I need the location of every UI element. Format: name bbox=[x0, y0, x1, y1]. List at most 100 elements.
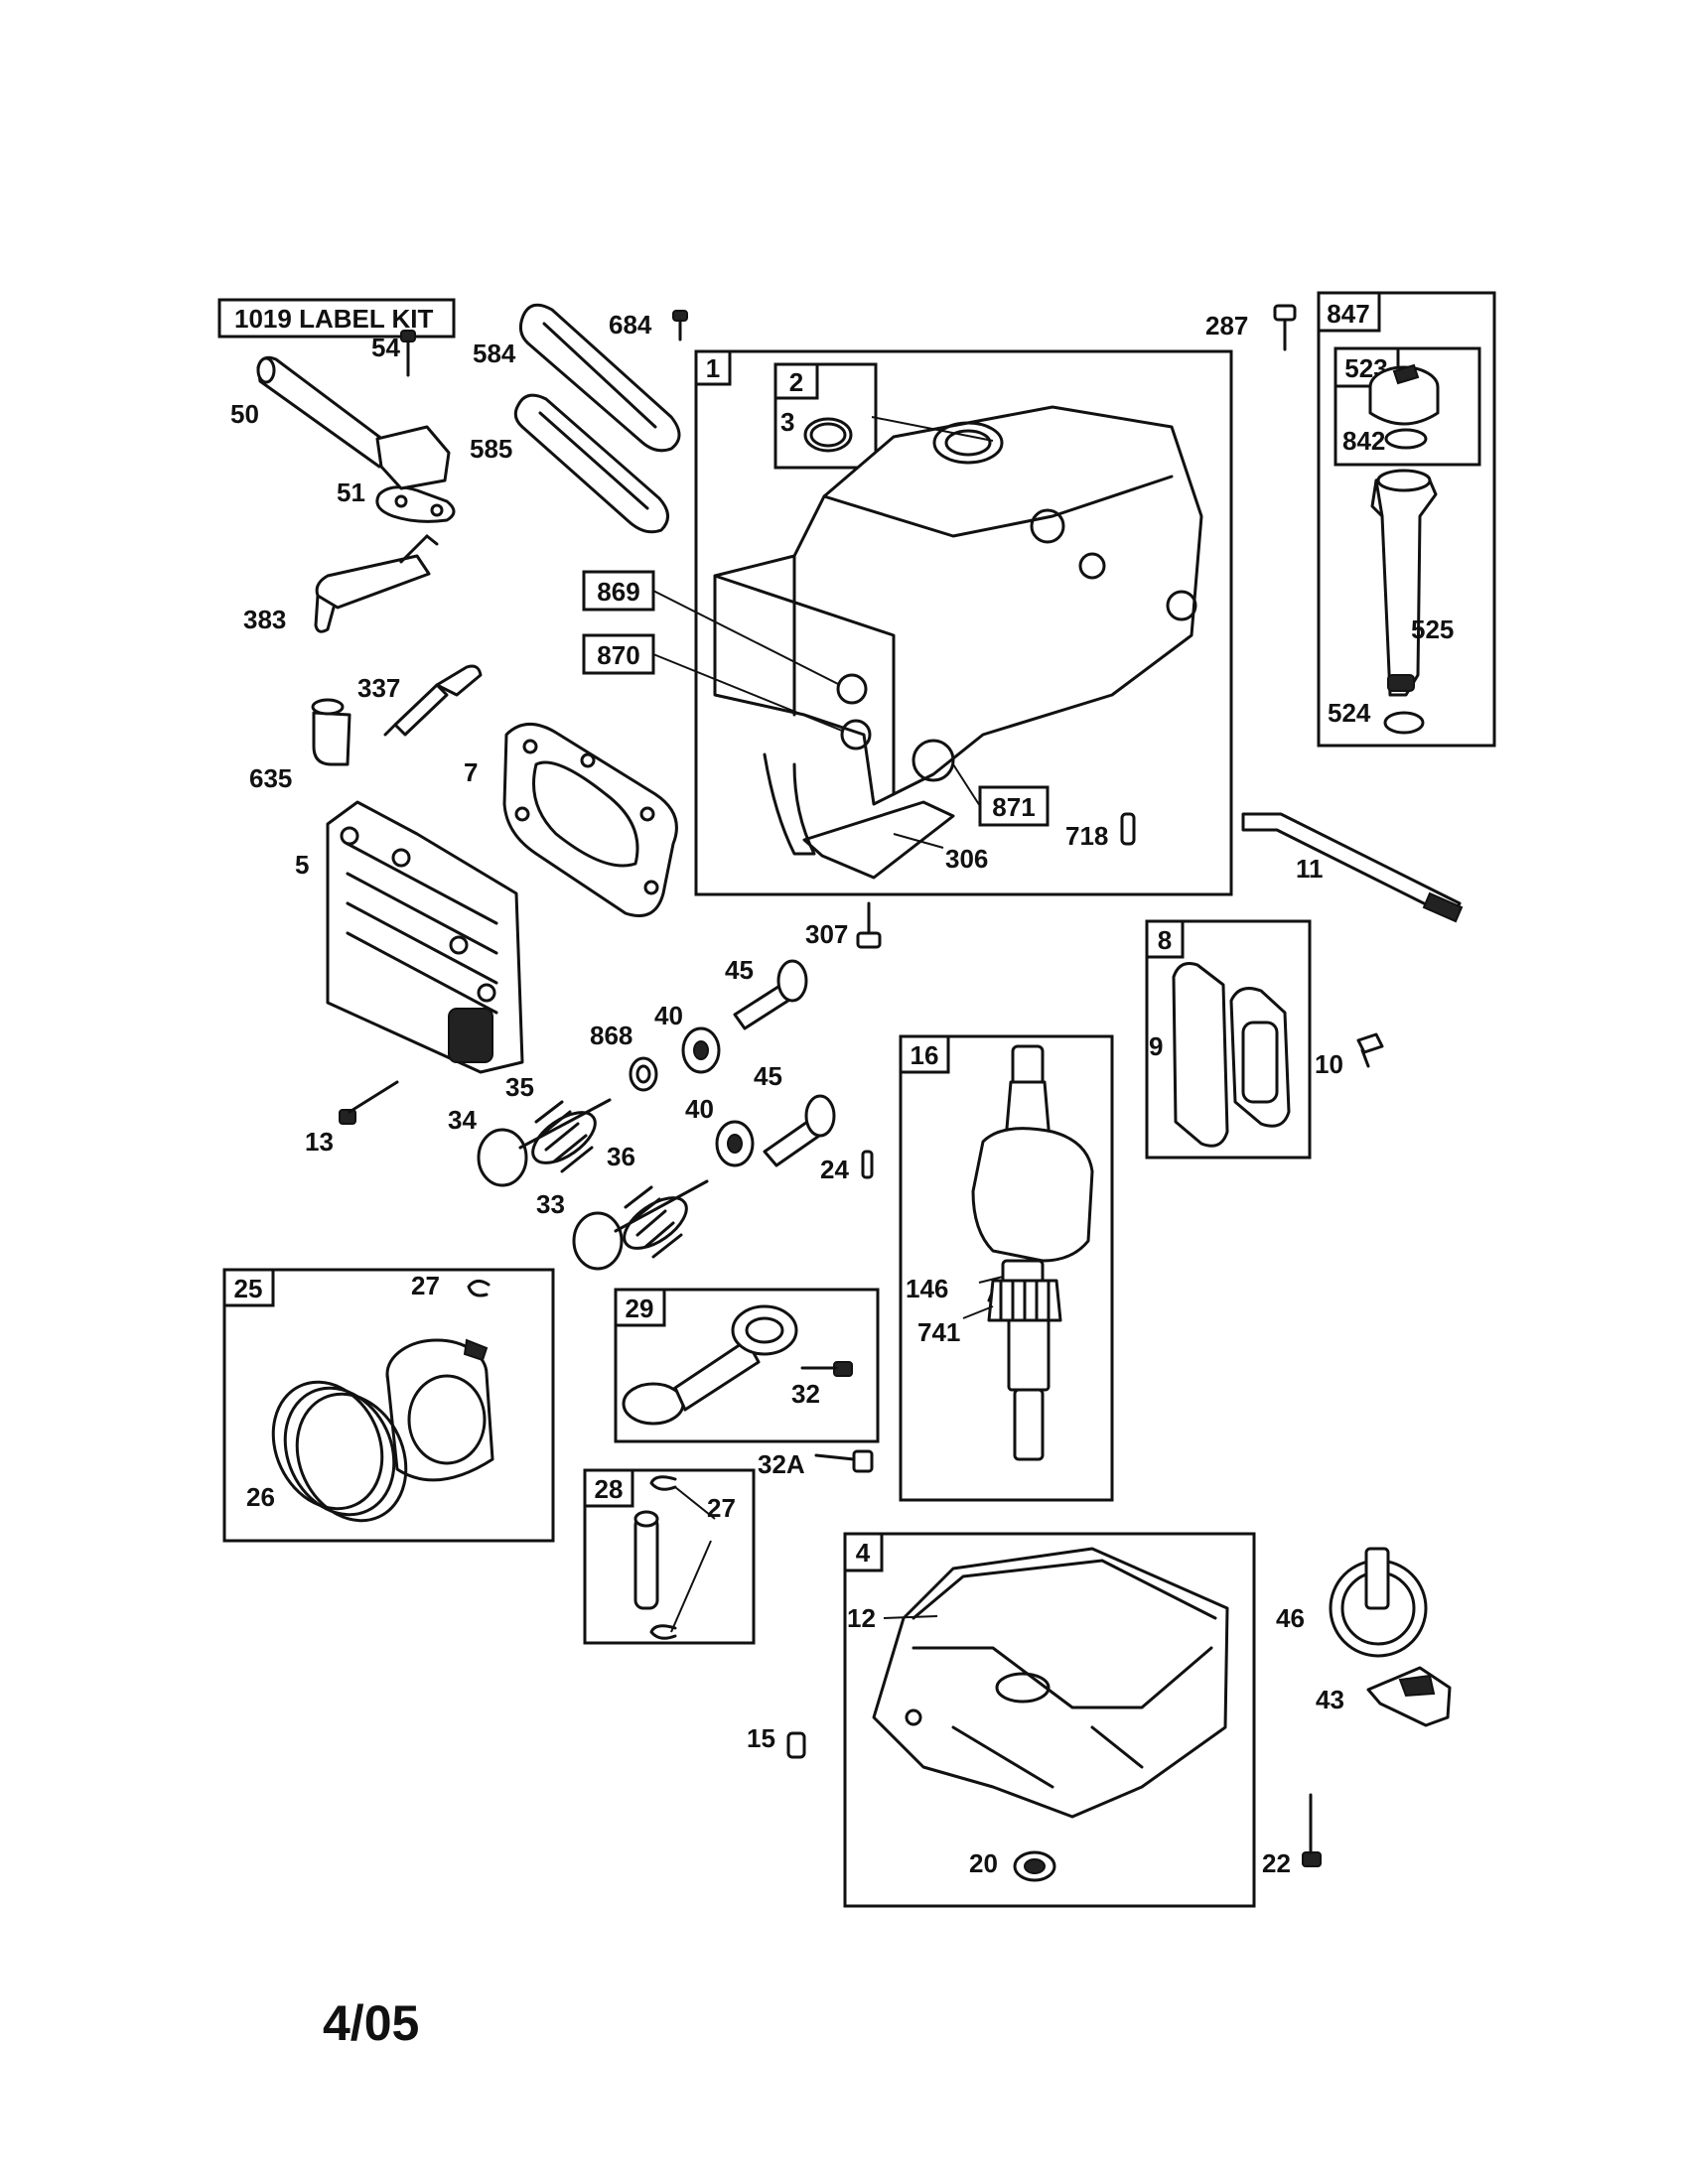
label-32: 32 bbox=[791, 1379, 820, 1409]
svg-text:28: 28 bbox=[595, 1474, 624, 1504]
label-40a: 40 bbox=[654, 1001, 683, 1030]
label-10: 10 bbox=[1315, 1049, 1343, 1079]
cap-group-frame bbox=[1333, 346, 1481, 467]
part-27-retaining-ring-upper bbox=[467, 1280, 491, 1297]
piston-group-frame bbox=[222, 1268, 555, 1543]
leader-741 bbox=[962, 1305, 994, 1319]
part-51-bracket bbox=[375, 425, 451, 490]
box-tab-870: 870 bbox=[582, 633, 655, 675]
part-46-governor-gear bbox=[1329, 1547, 1428, 1658]
part-34-valve-upper bbox=[477, 1098, 612, 1187]
part-842-o-ring bbox=[1384, 428, 1428, 450]
label-3: 3 bbox=[780, 407, 794, 437]
svg-text:4: 4 bbox=[856, 1538, 871, 1568]
label-kit-box bbox=[217, 298, 456, 339]
label-307: 307 bbox=[805, 919, 848, 949]
cylinder-block-frame bbox=[694, 349, 1233, 896]
seal-group-frame bbox=[773, 362, 878, 470]
label-12: 12 bbox=[847, 1603, 876, 1633]
box-tab-4: 4 bbox=[843, 1532, 884, 1572]
label-35: 35 bbox=[505, 1072, 534, 1102]
label-585: 585 bbox=[470, 434, 512, 464]
part-3-seal bbox=[803, 417, 853, 453]
part-337-spark-plug bbox=[383, 664, 483, 737]
label-34: 34 bbox=[448, 1105, 477, 1135]
leader-27 bbox=[674, 1486, 716, 1520]
label-741: 741 bbox=[917, 1317, 960, 1347]
piston-pin-group-frame bbox=[583, 1468, 756, 1645]
svg-text:870: 870 bbox=[597, 640, 639, 670]
label-684: 684 bbox=[609, 310, 652, 340]
label-524: 524 bbox=[1328, 698, 1371, 728]
label-868: 868 bbox=[590, 1021, 632, 1050]
part-26-piston-rings bbox=[271, 1380, 408, 1523]
part-50-tube bbox=[256, 355, 397, 469]
label-15: 15 bbox=[747, 1723, 775, 1753]
label-54: 54 bbox=[371, 333, 400, 362]
leader-146 bbox=[978, 1276, 1004, 1284]
label-45a: 45 bbox=[725, 955, 754, 985]
svg-text:25: 25 bbox=[234, 1274, 263, 1303]
dipstick-group-frame bbox=[1317, 291, 1496, 748]
label-842: 842 bbox=[1342, 426, 1385, 456]
part-4-sump bbox=[872, 1547, 1229, 1819]
box-tab-25: 25 bbox=[222, 1268, 275, 1307]
box-tab-869: 869 bbox=[582, 570, 655, 612]
bore-871 bbox=[912, 739, 955, 782]
part-635-spark-boot bbox=[311, 698, 351, 766]
part-684-screw bbox=[672, 310, 688, 341]
part-307-screw bbox=[856, 901, 882, 949]
part-868-valve-seal bbox=[629, 1056, 658, 1092]
label-635: 635 bbox=[249, 763, 292, 793]
part-585-gasket bbox=[513, 393, 669, 534]
part-15-drain-plug bbox=[786, 1731, 806, 1759]
label-51: 51 bbox=[337, 478, 365, 507]
label-45b: 45 bbox=[754, 1061, 782, 1091]
label-9: 9 bbox=[1149, 1031, 1163, 1061]
part-11-tube bbox=[1241, 812, 1464, 923]
leader-871 bbox=[952, 763, 981, 807]
part-1-cylinder-block bbox=[713, 405, 1203, 856]
leader-870 bbox=[652, 653, 843, 732]
part-20-oil-seal bbox=[1013, 1850, 1056, 1882]
leader-306 bbox=[893, 833, 944, 849]
label-718: 718 bbox=[1065, 821, 1108, 851]
part-525-dipstick-tube bbox=[1370, 469, 1438, 697]
part-43-governor-assembly bbox=[1366, 1666, 1452, 1727]
part-5-cylinder-head bbox=[326, 800, 524, 1074]
label-50: 50 bbox=[230, 399, 259, 429]
svg-text:16: 16 bbox=[911, 1040, 939, 1070]
part-584-gasket bbox=[518, 303, 681, 453]
label-7: 7 bbox=[464, 757, 478, 787]
part-22-bolt bbox=[1302, 1793, 1322, 1867]
label-40b: 40 bbox=[685, 1094, 714, 1124]
part-40-retainer-upper bbox=[681, 1026, 721, 1074]
svg-text:29: 29 bbox=[626, 1294, 654, 1323]
crankshaft-group-frame bbox=[899, 1034, 1114, 1502]
label-43: 43 bbox=[1316, 1685, 1344, 1714]
label-20: 20 bbox=[969, 1848, 998, 1878]
label-22: 22 bbox=[1262, 1848, 1291, 1878]
part-383-ignition-module bbox=[314, 534, 439, 633]
part-35-valve-spring-upper bbox=[531, 1100, 597, 1173]
leader-869 bbox=[652, 590, 841, 686]
svg-text:8: 8 bbox=[1158, 925, 1172, 955]
label-584: 584 bbox=[473, 339, 516, 368]
part-51-gasket bbox=[375, 485, 456, 523]
label-287: 287 bbox=[1205, 311, 1248, 341]
box-tab-8: 8 bbox=[1145, 919, 1185, 959]
label-27a: 27 bbox=[411, 1271, 440, 1300]
part-287-bolt bbox=[1273, 304, 1297, 351]
svg-text:871: 871 bbox=[992, 792, 1035, 822]
bore-870 bbox=[840, 719, 872, 751]
svg-text:869: 869 bbox=[597, 577, 639, 607]
part-16-crankshaft bbox=[971, 1044, 1094, 1461]
label-36: 36 bbox=[607, 1142, 635, 1171]
part-7-head-gasket bbox=[502, 723, 678, 917]
leader-2 bbox=[871, 416, 994, 442]
label-27b: 27 bbox=[707, 1493, 736, 1523]
label-13: 13 bbox=[305, 1127, 334, 1157]
box-tab-29: 29 bbox=[614, 1288, 666, 1327]
date-code: 4/05 bbox=[323, 1995, 419, 2051]
